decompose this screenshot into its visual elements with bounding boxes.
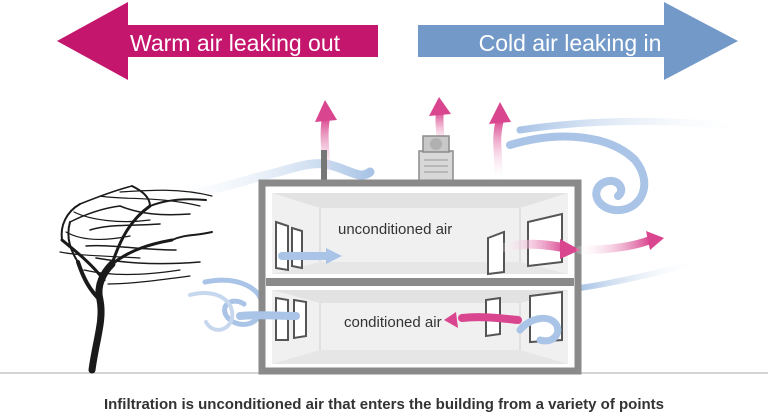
upper-room-label: unconditioned air <box>338 221 453 238</box>
diagram-caption: Infiltration is unconditioned air that e… <box>103 396 665 413</box>
cold-air-swirl-right-top <box>506 132 649 215</box>
warm-air-leaving <box>444 231 664 328</box>
cold-air-label: Cold air leaking in <box>478 30 662 56</box>
rooftop-ac-unit <box>418 135 454 184</box>
cold-air-stream-right-top <box>516 118 752 134</box>
warm-air-label: Warm air leaking out <box>129 30 341 56</box>
cold-air-arrow <box>418 2 738 80</box>
cold-air-entering <box>236 248 562 345</box>
chimney-pipe <box>321 150 327 184</box>
warm-air-arrow <box>57 2 378 80</box>
cold-air-swirl-left-2 <box>188 291 235 332</box>
lower-room-label: conditioned air <box>344 314 442 331</box>
tree-icon <box>59 185 213 374</box>
cold-air-stream-right-lower <box>577 259 703 291</box>
cold-air-stream-left-top <box>145 159 375 203</box>
